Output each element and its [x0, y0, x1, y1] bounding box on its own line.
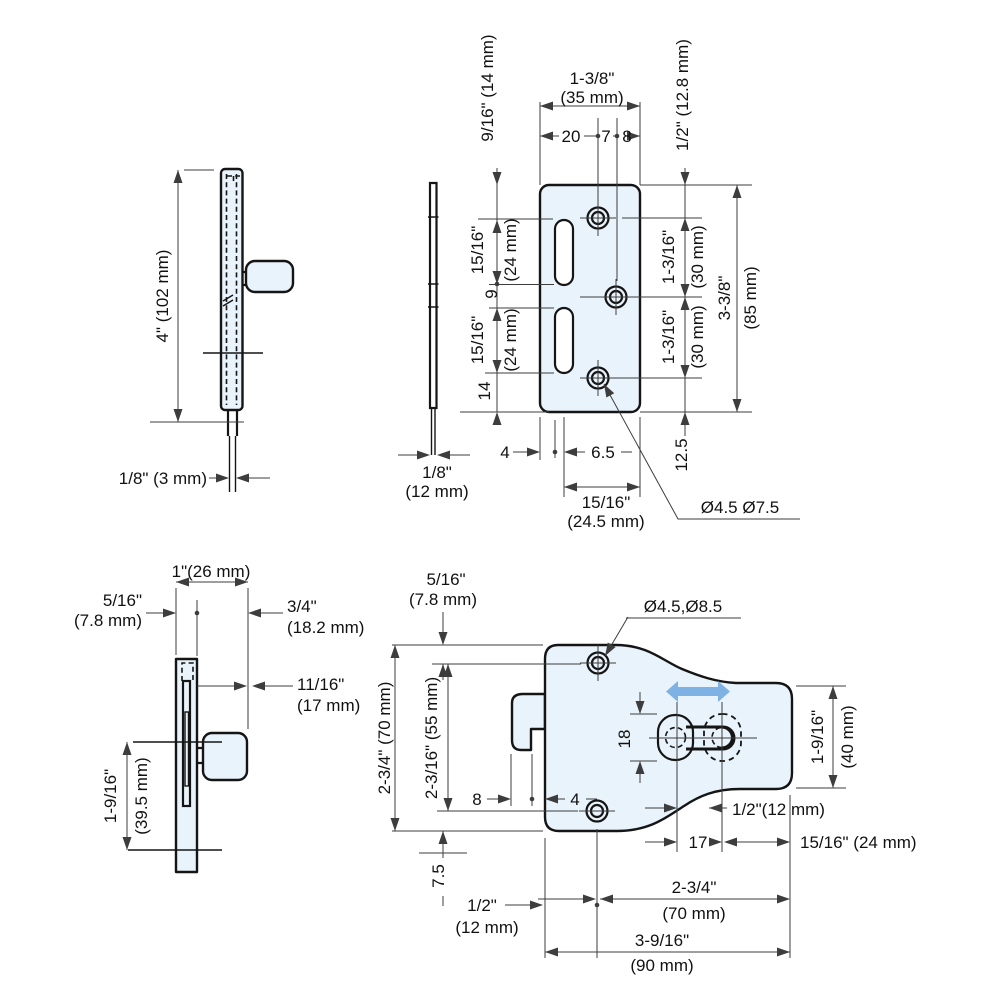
dim-top-left-offset: 9/16" (14 mm): [478, 34, 497, 141]
latch-tail-thin: [228, 436, 237, 492]
dim-latch-thickness: 1/8" (3 mm): [119, 469, 207, 488]
dim-20: 20: [562, 127, 581, 146]
dim-left-offset-mm: (12 mm): [455, 918, 518, 937]
dim-18: 18: [615, 730, 634, 749]
dim-knob-mm: (18.2 mm): [287, 618, 364, 637]
plate-edge-tail: [430, 408, 436, 455]
dim-pitch2-mm: (30 mm): [688, 305, 707, 368]
slide-travel-arrow: [666, 681, 730, 702]
dim-top-offset-in: 5/16": [426, 570, 465, 589]
dim-top-offset-mm: (7.8 mm): [409, 590, 477, 609]
dim-body-hole-dia: Ø4.5,Ø8.5: [644, 597, 722, 616]
dim-17: 17: [689, 833, 708, 852]
dim-hole-dia: Ø4.5 Ø7.5: [701, 498, 779, 517]
dim-width-mm: (70 mm): [662, 904, 725, 923]
dimension-lines: [150, 169, 270, 483]
dim-slot1-in: 15/16": [468, 226, 487, 275]
dim-plate-in: 5/16": [103, 591, 142, 610]
plate-edge-ticks: [428, 216, 439, 308]
latch-bar-inner-dashed: [225, 174, 240, 405]
dim-width-in: 1-3/8": [570, 69, 615, 88]
dim-slot-center-in: 15/16": [582, 493, 631, 512]
dim-gap-9: 9: [482, 289, 501, 298]
keyhole-slot: [649, 702, 757, 852]
dim-14: 14: [475, 382, 494, 401]
dim-pitch2-in: 1-3/16": [659, 310, 678, 364]
strike-plate-edge-view: 1/8" (12 mm): [398, 181, 470, 501]
latch-knob: [244, 259, 295, 294]
dim-edge-in: 1/8": [422, 463, 452, 482]
body-inner-bar2: [184, 711, 190, 787]
dim-width-mm: (35 mm): [560, 88, 623, 107]
dim-slot1-mm: (24 mm): [501, 218, 520, 281]
dim-7p5: 7.5: [429, 864, 448, 888]
latch-side-view: 4" (102 mm) 1/8" (3 mm): [119, 167, 295, 492]
latch-body-side-view: 1"(26 mm) 5/16" (7.8 mm) 3/4" (18.2 mm) …: [74, 562, 364, 874]
body-hole-bottom: [579, 799, 615, 823]
body-centerlines: [128, 741, 222, 851]
dim-right-height-mm: (40 mm): [838, 705, 857, 768]
dimension-lines: [390, 612, 846, 958]
dim-left-offset-in: 1/2": [467, 896, 497, 915]
body-hole-top: [580, 645, 616, 681]
dim-right-height-in: 1-9/16": [808, 710, 827, 764]
dim-hook-4: 4: [570, 790, 579, 809]
dimension-lines: [398, 450, 470, 460]
dim-slot2-mm: (24 mm): [501, 308, 520, 371]
strike-hole-top: [580, 200, 616, 236]
strike-slot-lower: [553, 306, 575, 375]
dim-slot-center-mm: (24.5 mm): [567, 512, 644, 531]
side-knob: [201, 731, 249, 782]
dim-7: 7: [601, 127, 610, 146]
dim-right-offset: 15/16" (24 mm): [800, 833, 917, 852]
latch-hook: [510, 692, 547, 752]
dim-latch-height: 4" (102 mm): [153, 250, 172, 343]
plate-edge-outline: [428, 181, 438, 410]
dim-body-height-in: 1-9/16": [101, 769, 120, 823]
latch-bar-body: [219, 167, 244, 412]
dim-pitch1-mm: (30 mm): [688, 225, 707, 288]
dim-12p5: 12.5: [672, 438, 691, 471]
dim-width-in: 2-3/4": [672, 878, 717, 897]
dim-total-in: 3-9/16": [635, 931, 689, 950]
strike-slot-upper: [553, 218, 575, 287]
dim-height-in: 3-3/8": [715, 276, 734, 321]
latch-body-front-view: 5/16" (7.8 mm) Ø4.5,Ø8.5 2-3/4" (70 mm) …: [375, 570, 917, 975]
latch-bar-spring-mark: [222, 294, 234, 307]
dim-slot-travel: 1/2"(12 mm): [732, 800, 825, 819]
dim-hook-8: 8: [472, 790, 481, 809]
dimension-lines: [460, 101, 800, 520]
pin-position-right-dashed: [711, 726, 723, 749]
dim-top-right-offset: 1/2" (12.8 mm): [673, 39, 692, 151]
dim-body-height-mm: (39.5 mm): [132, 757, 151, 834]
dim-slot2-in: 15/16": [468, 316, 487, 365]
body-inner-bar: [181, 679, 192, 808]
dim-8: 8: [622, 127, 631, 146]
dimension-lines: [122, 577, 293, 850]
dim-body-height: 2-3/4" (70 mm): [375, 682, 394, 795]
dim-edge-mm: (12 mm): [405, 482, 468, 501]
dim-knob-in: 3/4": [287, 597, 317, 616]
dim-offset-mm: (17 mm): [297, 696, 360, 715]
dim-offset-in: 11/16": [297, 675, 344, 694]
dim-body-width: 1"(26 mm): [172, 562, 251, 581]
dim-plate-mm: (7.8 mm): [74, 611, 142, 630]
dim-total-mm: (90 mm): [630, 956, 693, 975]
dim-hole-pitch: 2-3/16" (55 mm): [422, 677, 441, 799]
dim-4: 4: [500, 443, 509, 462]
dim-height-mm: (85 mm): [741, 266, 760, 329]
body-plate: [174, 657, 199, 874]
strike-hole-bottom: [580, 360, 616, 396]
strike-plate-front-view: 1-3/8" (35 mm) 20 7 8 9/16" (14 mm) 1/2"…: [460, 34, 800, 531]
dim-6p5: 6.5: [591, 443, 615, 462]
latch-tail: [226, 410, 239, 436]
dim-pitch1-in: 1-3/16": [659, 230, 678, 284]
body-dashed-detail: [181, 662, 194, 681]
